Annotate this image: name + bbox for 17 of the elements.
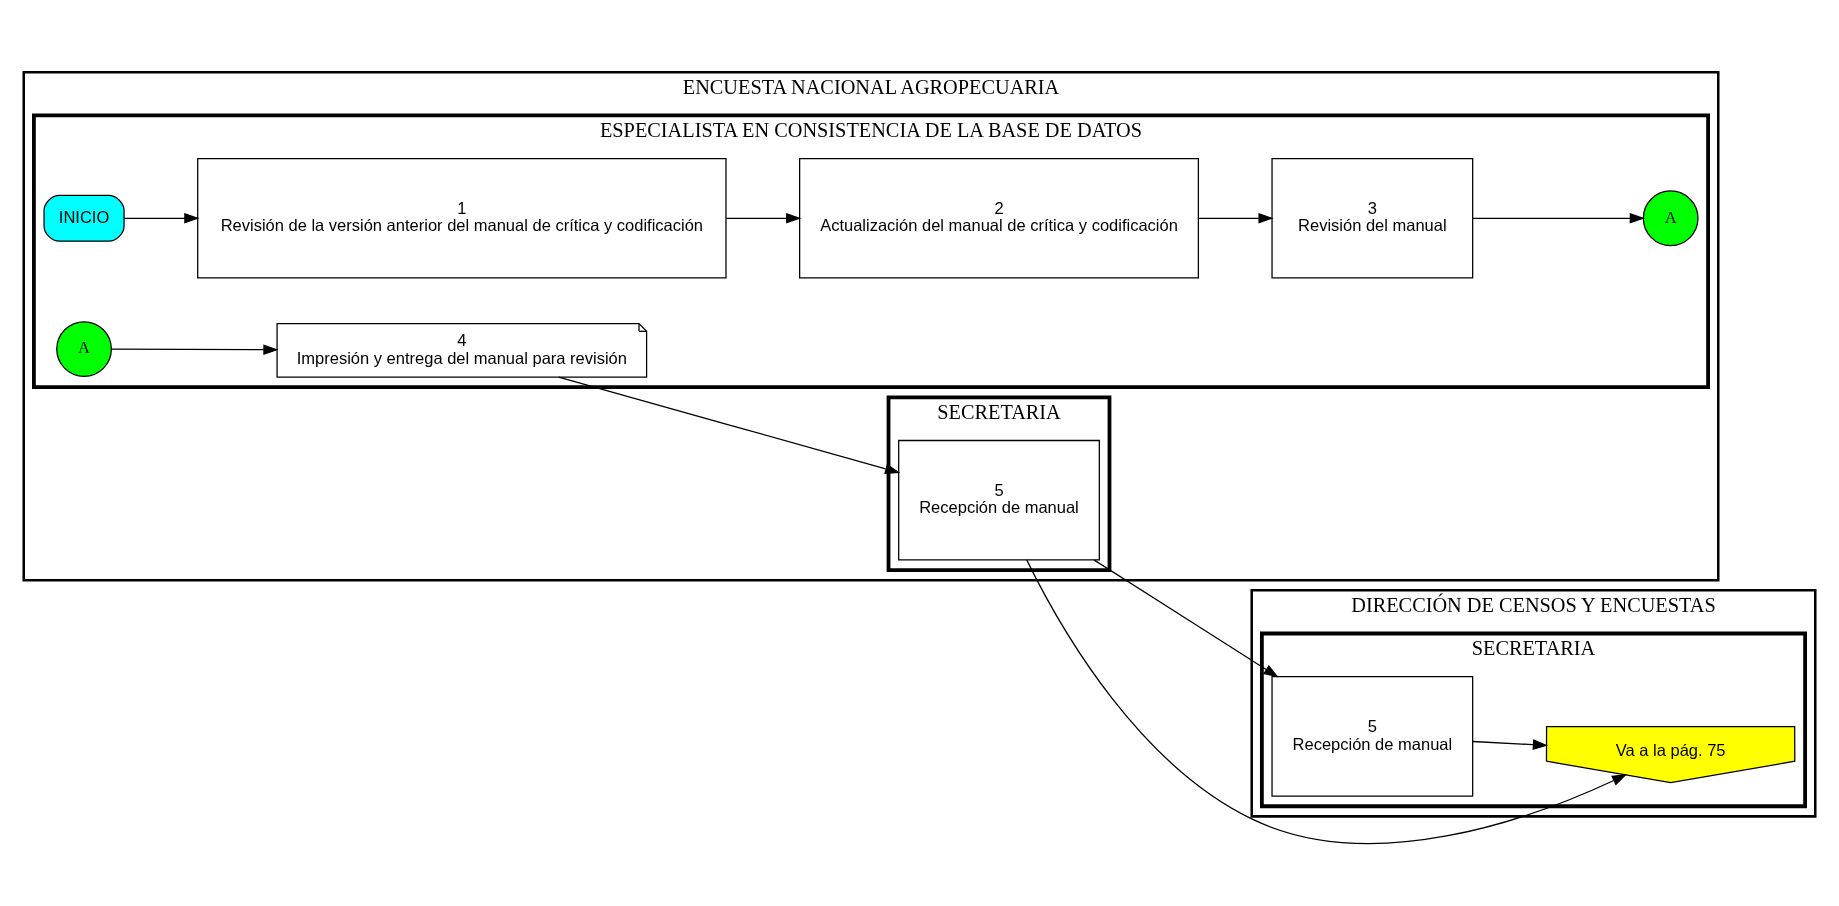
- node-box: 5 Recepción de manual: [898, 439, 1100, 561]
- arrow: [1026, 559, 1628, 844]
- node-circle: A: [1642, 190, 1699, 247]
- arrow: [123, 212, 200, 224]
- node-box: 5 Recepción de manual: [1271, 676, 1474, 797]
- arrow: [1472, 739, 1549, 750]
- node-circle: A: [56, 321, 112, 377]
- node-box: 1 Revisión de la versión anterior del manual de crítica y codificación: [197, 157, 727, 279]
- node-box: 3 Revisión del manual: [1271, 157, 1474, 279]
- node-box: 2 Actualización del manual de crítica y codificación: [799, 157, 1199, 279]
- arrow: [111, 344, 279, 356]
- arrow: [1198, 212, 1274, 224]
- arrow: [725, 212, 802, 224]
- arrow: [1093, 559, 1279, 678]
- arrow: [558, 376, 901, 474]
- node-box: INICIO: [43, 194, 125, 242]
- arrow: [1472, 212, 1645, 224]
